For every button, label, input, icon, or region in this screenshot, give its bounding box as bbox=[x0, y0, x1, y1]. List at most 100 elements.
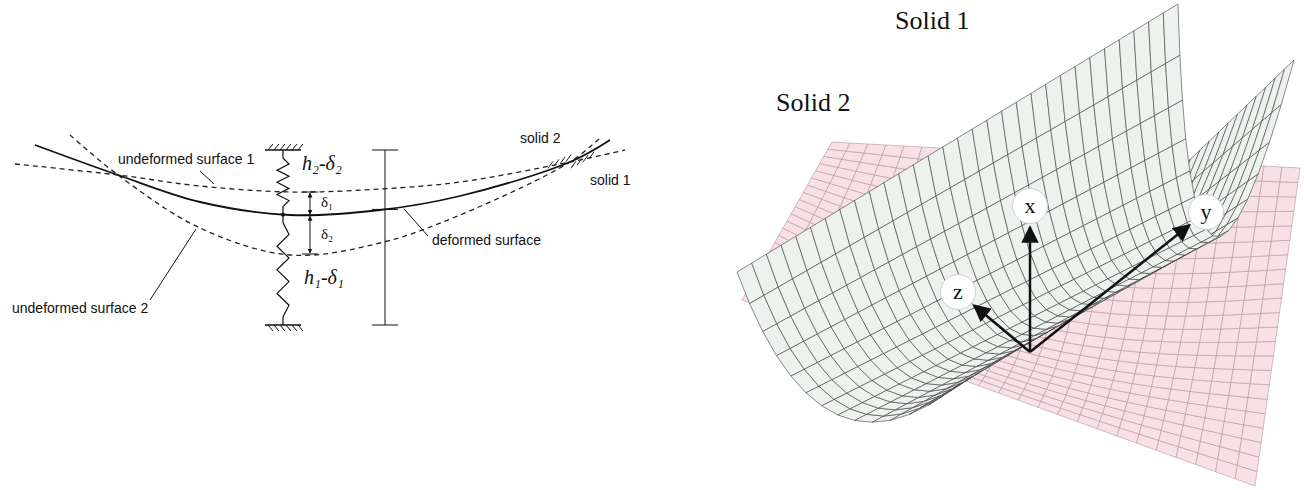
mesh-cell bbox=[1246, 397, 1267, 413]
mesh-cell bbox=[1163, 4, 1180, 64]
axis-arrow bbox=[1030, 225, 1190, 352]
axis-arrow bbox=[974, 305, 1030, 352]
mesh-cell bbox=[1188, 288, 1209, 303]
mesh-cell bbox=[1140, 341, 1162, 354]
solid-label: solid 1 bbox=[590, 172, 630, 188]
mesh-cell bbox=[1183, 316, 1204, 330]
mesh-cell bbox=[1207, 287, 1228, 302]
leader-line bbox=[150, 171, 428, 300]
mesh-cell bbox=[1181, 329, 1202, 342]
mesh-cell bbox=[1272, 60, 1294, 113]
undeformed-surface-2 bbox=[70, 135, 600, 255]
mesh-cell bbox=[1231, 369, 1252, 383]
mesh-cell bbox=[1135, 363, 1157, 376]
mesh-cell bbox=[1149, 13, 1166, 72]
mesh-cell bbox=[1145, 316, 1166, 329]
axis-letter: x bbox=[1025, 195, 1036, 217]
mesh-cell bbox=[1193, 368, 1214, 382]
mesh-cell bbox=[1257, 327, 1278, 342]
mesh-cell bbox=[1249, 256, 1270, 272]
mesh-cell bbox=[1212, 369, 1233, 383]
mesh-cell bbox=[1169, 288, 1190, 302]
mesh-cell bbox=[1102, 337, 1124, 350]
mesh-cell bbox=[1138, 352, 1160, 365]
mesh-cell bbox=[1166, 55, 1183, 108]
mesh-cell bbox=[1244, 411, 1265, 428]
mesh-cell bbox=[1242, 299, 1263, 314]
mesh-cell bbox=[1129, 302, 1150, 316]
mesh-cell bbox=[1269, 240, 1290, 255]
surface-label: undeformed surface 2 bbox=[12, 300, 148, 316]
mesh-cell bbox=[1232, 242, 1253, 258]
mesh-cell bbox=[1209, 381, 1230, 395]
mesh-cell bbox=[1127, 315, 1148, 329]
mesh-cell bbox=[1121, 339, 1143, 352]
mesh-cell bbox=[1221, 314, 1242, 329]
surface-hatch bbox=[548, 152, 594, 169]
surface-label: undeformed surface 1 bbox=[118, 151, 254, 167]
mesh-cell bbox=[1260, 181, 1280, 196]
axis-circle: x bbox=[1012, 188, 1048, 224]
spring bbox=[277, 215, 289, 325]
dimension-label: h₂-δ₂ bbox=[302, 152, 342, 175]
mesh-cell bbox=[1202, 315, 1223, 329]
mesh-cell bbox=[1261, 298, 1282, 313]
mesh-cell bbox=[1223, 300, 1244, 315]
mesh-cell bbox=[1148, 302, 1169, 316]
mesh-cell bbox=[1197, 342, 1218, 355]
axis-arrows bbox=[974, 225, 1189, 352]
mesh-cell bbox=[1190, 380, 1212, 394]
mesh-cell bbox=[1237, 174, 1258, 206]
mesh-cell bbox=[1209, 272, 1230, 287]
mesh-cell bbox=[1162, 329, 1183, 342]
solid-label: solid 2 bbox=[520, 130, 560, 146]
mesh-cell bbox=[1255, 212, 1275, 227]
mesh-cell bbox=[1267, 255, 1288, 271]
axis-letter: y bbox=[1201, 201, 1212, 223]
mesh-cell bbox=[1157, 354, 1179, 367]
mesh-cell bbox=[1238, 328, 1259, 342]
mesh-cell bbox=[1167, 302, 1188, 316]
mesh-cell bbox=[1086, 324, 1108, 338]
delta-dimension bbox=[302, 150, 398, 325]
mesh-cell bbox=[1216, 342, 1237, 356]
mesh-cell bbox=[1195, 355, 1216, 368]
mesh-cell bbox=[1171, 378, 1193, 391]
mesh-cell bbox=[1151, 288, 1172, 302]
mesh-cell bbox=[1132, 288, 1153, 303]
mesh-cell bbox=[1251, 241, 1272, 257]
mesh-cell bbox=[1152, 376, 1174, 389]
surface-label: deformed surface bbox=[432, 232, 541, 248]
axis-letter: z bbox=[953, 281, 963, 303]
ground-symbol bbox=[265, 325, 303, 331]
mesh-cell bbox=[1134, 22, 1151, 80]
mesh-cell bbox=[1235, 342, 1256, 356]
mesh-cell bbox=[1240, 314, 1261, 329]
mesh-cell bbox=[1204, 301, 1225, 316]
mesh-cell bbox=[1186, 302, 1207, 316]
mesh-cell bbox=[1259, 104, 1281, 150]
mesh-cell bbox=[1129, 273, 1151, 280]
mesh-cell bbox=[1233, 356, 1254, 370]
mesh-cell bbox=[1252, 356, 1273, 370]
solid-1-mesh bbox=[737, 4, 1294, 422]
mesh-cell bbox=[1229, 382, 1250, 397]
mesh-cell bbox=[1153, 261, 1174, 268]
mesh-cell bbox=[1214, 356, 1235, 370]
mesh-cell bbox=[1110, 300, 1131, 314]
mesh-cell bbox=[1265, 269, 1286, 285]
mesh-cell bbox=[1176, 355, 1197, 368]
mesh-cell bbox=[1168, 100, 1185, 146]
mesh-cell bbox=[1250, 370, 1271, 385]
axis-circle: z bbox=[940, 274, 976, 310]
mesh-cell bbox=[1124, 327, 1146, 340]
mesh-cell bbox=[1246, 270, 1267, 286]
mesh-cell bbox=[1174, 259, 1195, 274]
mesh-cell bbox=[1200, 329, 1221, 342]
mesh-cell bbox=[1089, 312, 1111, 326]
mesh-cell bbox=[1228, 271, 1249, 287]
mesh-cell bbox=[1276, 197, 1296, 212]
axis-arrow bbox=[1029, 227, 1032, 352]
